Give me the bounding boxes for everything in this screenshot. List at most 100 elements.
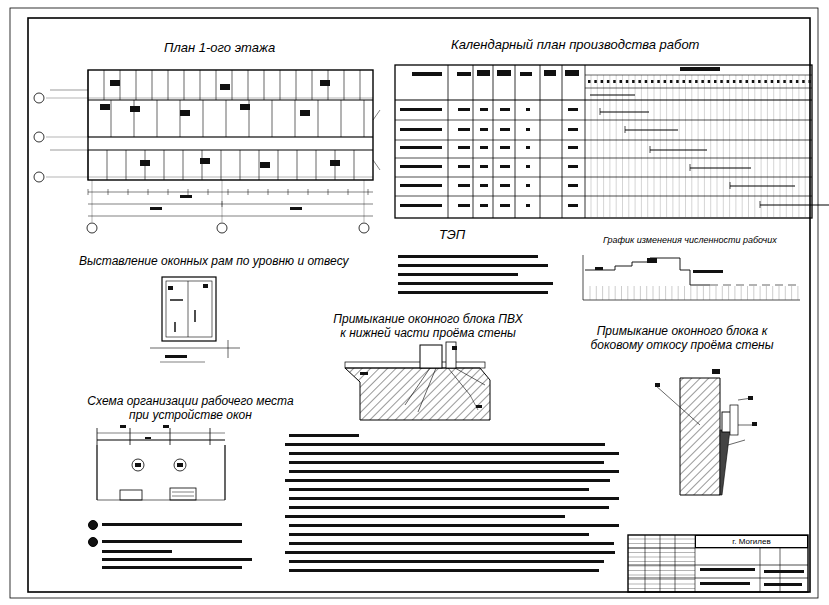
line xyxy=(641,75,642,218)
line xyxy=(723,75,724,218)
line xyxy=(703,286,704,300)
text-bar xyxy=(398,291,548,294)
line xyxy=(628,548,695,549)
line xyxy=(208,189,209,195)
text-bar xyxy=(664,80,667,83)
line xyxy=(583,300,800,301)
line xyxy=(729,75,730,218)
city-name: г. Могилев xyxy=(732,537,770,546)
text-bar xyxy=(647,258,657,263)
text-bar xyxy=(458,204,470,207)
line xyxy=(628,557,695,558)
text-bar xyxy=(480,146,488,149)
line xyxy=(767,75,768,218)
text-bar xyxy=(398,255,538,258)
line xyxy=(248,70,249,100)
text-bar xyxy=(683,80,686,83)
text-bar xyxy=(764,80,767,83)
text-bar xyxy=(595,267,603,270)
line xyxy=(264,70,265,100)
line xyxy=(760,204,829,205)
line xyxy=(455,368,485,385)
line xyxy=(188,281,189,337)
line xyxy=(628,588,695,589)
text-bar xyxy=(398,264,548,267)
text-bar xyxy=(777,80,780,83)
line xyxy=(766,286,767,300)
text-bar xyxy=(289,569,599,572)
line xyxy=(46,137,373,138)
text-bar xyxy=(400,108,442,111)
slope-plaster xyxy=(720,430,730,495)
line xyxy=(107,150,108,180)
line xyxy=(625,126,626,133)
line xyxy=(747,286,748,300)
line xyxy=(126,150,127,180)
line xyxy=(628,579,695,580)
line xyxy=(785,286,786,300)
outline xyxy=(730,405,738,435)
line xyxy=(646,286,647,300)
line xyxy=(716,286,717,300)
line xyxy=(96,445,97,500)
text-bar xyxy=(720,80,723,83)
line xyxy=(671,286,672,300)
outline xyxy=(88,70,373,180)
text-bar xyxy=(289,434,359,437)
line xyxy=(602,286,603,300)
text-bar xyxy=(140,160,150,166)
line xyxy=(364,100,365,137)
tep-title: ТЭП xyxy=(439,227,465,243)
line xyxy=(296,70,297,100)
line xyxy=(628,565,808,566)
line xyxy=(621,286,622,300)
workplace-title: Схема организации рабочего места при уст… xyxy=(83,394,298,423)
text-bar xyxy=(412,72,442,76)
line xyxy=(585,88,812,89)
line xyxy=(640,286,641,300)
worker-mark xyxy=(174,459,186,471)
line xyxy=(354,150,355,180)
text-bar xyxy=(400,165,442,168)
line xyxy=(600,111,649,112)
line xyxy=(312,70,313,100)
text-bar xyxy=(285,515,565,518)
line xyxy=(168,70,169,100)
text-bar xyxy=(289,542,614,545)
line xyxy=(111,100,112,137)
line xyxy=(395,100,812,101)
line xyxy=(395,196,812,197)
line xyxy=(150,348,240,349)
line xyxy=(308,189,309,195)
text-bar xyxy=(480,108,488,111)
line xyxy=(738,425,752,426)
line xyxy=(136,70,137,100)
text-bar xyxy=(594,80,597,83)
line xyxy=(628,584,695,585)
line xyxy=(735,75,736,218)
text-bar xyxy=(200,158,210,164)
text-bar xyxy=(746,80,749,83)
line xyxy=(591,75,592,218)
schedule-table xyxy=(395,65,829,218)
text-bar xyxy=(568,204,578,207)
text-bar xyxy=(180,110,190,116)
line xyxy=(316,150,317,180)
text-bar xyxy=(458,184,470,187)
line xyxy=(418,368,436,412)
line xyxy=(395,158,812,159)
text-bar xyxy=(330,160,340,166)
text-bar xyxy=(163,425,169,428)
line xyxy=(811,75,812,218)
text-bar xyxy=(477,70,490,76)
text-bar xyxy=(526,146,530,149)
line xyxy=(730,185,795,186)
line xyxy=(228,340,229,358)
text-bar xyxy=(568,184,578,187)
line xyxy=(232,70,233,100)
line xyxy=(710,285,800,286)
line xyxy=(164,150,165,180)
text-bar xyxy=(360,372,368,375)
text-bar xyxy=(497,70,511,76)
line xyxy=(248,189,249,195)
